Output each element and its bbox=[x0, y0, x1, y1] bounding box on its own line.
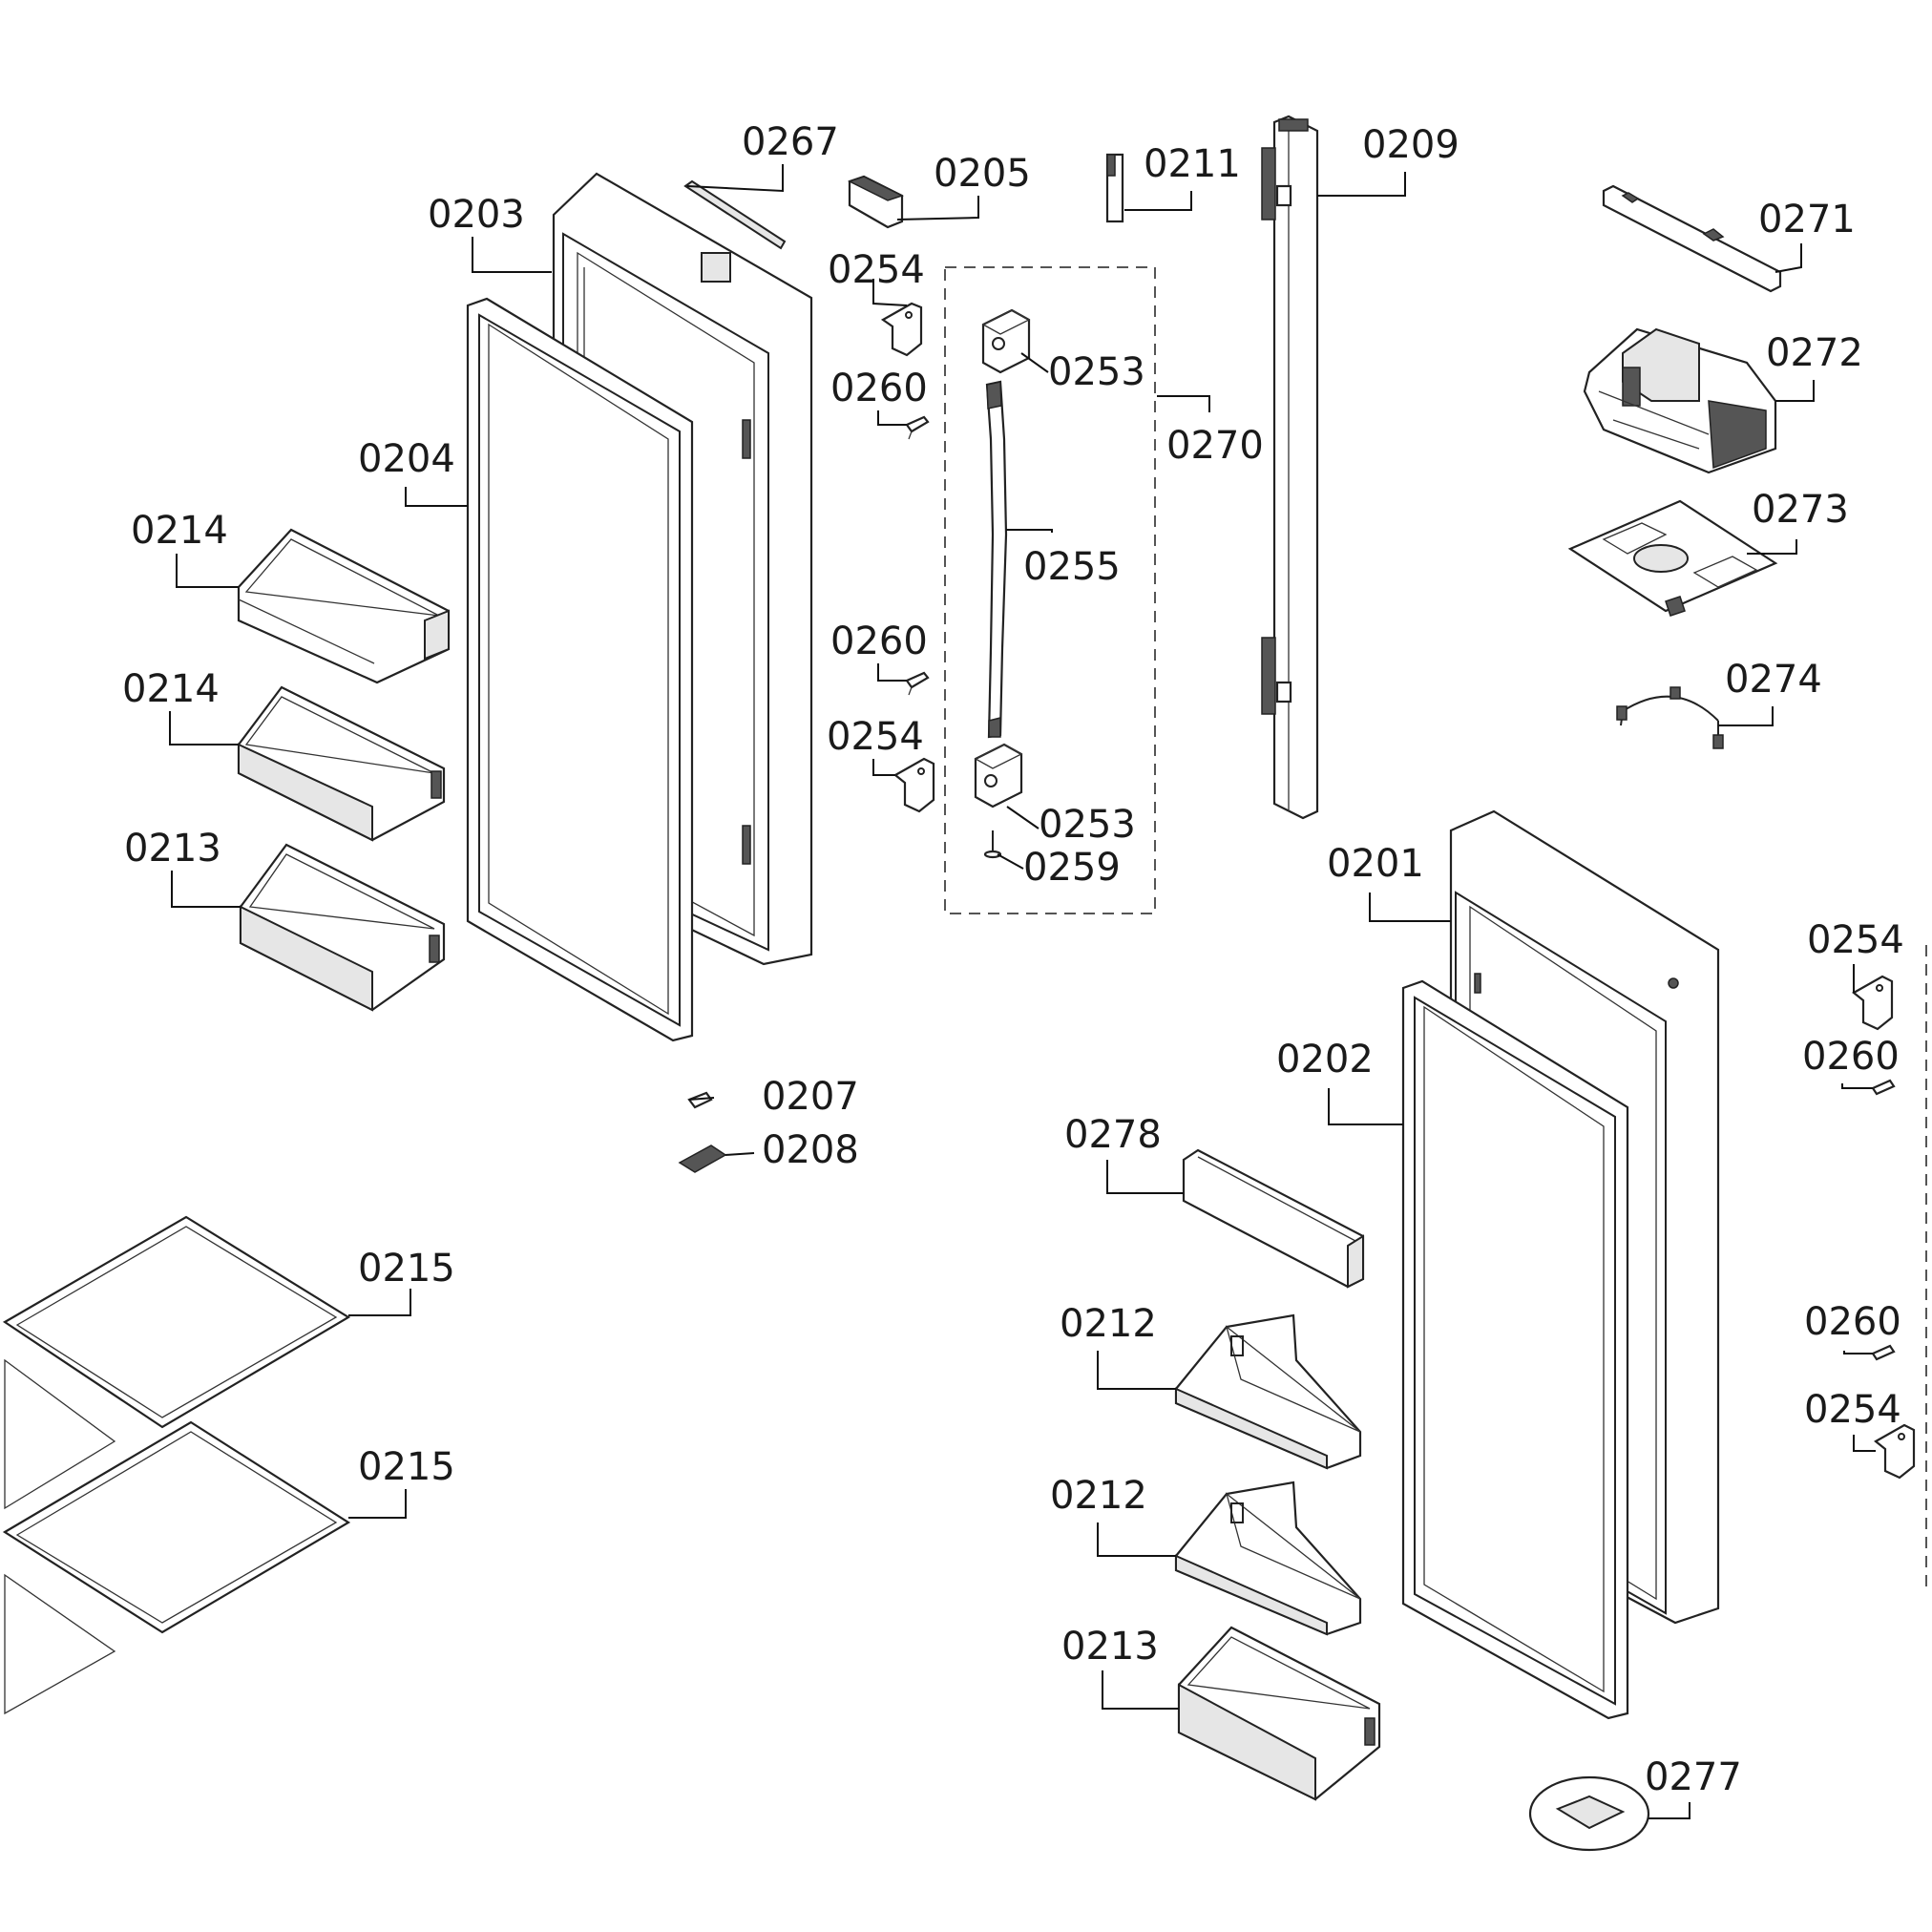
control-panel-0271 bbox=[1602, 184, 1782, 293]
label-0214-mid: 0214 bbox=[122, 667, 220, 711]
label-0260-right-top: 0260 bbox=[1802, 1035, 1900, 1079]
label-0214-top: 0214 bbox=[131, 509, 228, 553]
door-shelf-0212a bbox=[1174, 1313, 1362, 1470]
hinge-0207 bbox=[687, 1091, 713, 1109]
label-0213-right: 0213 bbox=[1061, 1625, 1159, 1669]
label-0215-top: 0215 bbox=[358, 1247, 455, 1291]
strip-0267 bbox=[683, 179, 787, 250]
left-gasket-0204 bbox=[466, 297, 694, 1042]
door-shelf-0214a bbox=[237, 528, 451, 684]
dispenser-unit-0272 bbox=[1583, 327, 1777, 474]
pin-0260c bbox=[1871, 1079, 1896, 1096]
label-0215-bottom: 0215 bbox=[358, 1445, 455, 1489]
label-0278: 0278 bbox=[1064, 1113, 1162, 1157]
label-0205: 0205 bbox=[934, 152, 1031, 196]
handle-cap-0253a bbox=[981, 308, 1031, 374]
door-shelf-0278 bbox=[1182, 1148, 1365, 1289]
label-0255: 0255 bbox=[1023, 545, 1121, 589]
glass-shelf-0215b-back bbox=[4, 1573, 116, 1715]
part-labels: 0267 0205 0211 0209 0271 0203 0254 0253 … bbox=[122, 120, 1904, 1799]
cover-ring-0277 bbox=[1528, 1775, 1650, 1852]
clip-0205 bbox=[848, 175, 904, 229]
label-0267: 0267 bbox=[742, 120, 839, 164]
door-shelf-0214b bbox=[237, 685, 446, 842]
pin-0260a bbox=[905, 415, 930, 440]
label-0211: 0211 bbox=[1144, 142, 1241, 186]
label-0203: 0203 bbox=[428, 193, 525, 237]
label-0274: 0274 bbox=[1725, 658, 1822, 702]
hinge-bracket-0254b bbox=[893, 757, 935, 813]
label-0202: 0202 bbox=[1276, 1038, 1374, 1082]
label-0271: 0271 bbox=[1758, 198, 1856, 242]
handle-kit-box-0270 bbox=[944, 266, 1156, 914]
label-0253-bottom: 0253 bbox=[1039, 803, 1136, 847]
ring-clip-0274 bbox=[1616, 686, 1724, 749]
glass-shelf-0215a-back bbox=[4, 1358, 116, 1510]
label-0277: 0277 bbox=[1645, 1755, 1742, 1799]
hinge-plate-0208 bbox=[678, 1144, 727, 1173]
label-0204: 0204 bbox=[358, 437, 455, 481]
label-0254-right-bottom: 0254 bbox=[1804, 1388, 1901, 1432]
pin-0260d bbox=[1871, 1344, 1896, 1361]
handle-cap-0253b bbox=[974, 743, 1023, 808]
label-0254-top: 0254 bbox=[828, 248, 925, 292]
door-bin-0213a bbox=[239, 843, 446, 1012]
label-0260-top: 0260 bbox=[830, 367, 928, 410]
bracket-0211 bbox=[1105, 153, 1124, 223]
label-0260-right-bottom: 0260 bbox=[1804, 1300, 1901, 1344]
glass-shelf-0215b bbox=[2, 1420, 351, 1634]
label-0270: 0270 bbox=[1166, 424, 1264, 468]
label-0207: 0207 bbox=[762, 1075, 859, 1119]
label-0273: 0273 bbox=[1752, 488, 1849, 532]
label-0259: 0259 bbox=[1023, 846, 1121, 890]
label-0212-top: 0212 bbox=[1060, 1302, 1157, 1346]
right-gasket-0202 bbox=[1401, 979, 1629, 1720]
label-0254-right-top: 0254 bbox=[1807, 918, 1904, 962]
label-0212-bottom: 0212 bbox=[1050, 1474, 1147, 1518]
handle-0255 bbox=[985, 380, 1008, 739]
screw-0259 bbox=[983, 830, 1002, 859]
vertical-profile-0209 bbox=[1261, 115, 1319, 820]
label-0254-mid: 0254 bbox=[827, 715, 924, 759]
door-shelf-0212b bbox=[1174, 1480, 1362, 1636]
label-0253-top: 0253 bbox=[1048, 350, 1145, 394]
label-0272: 0272 bbox=[1766, 331, 1863, 375]
label-0213-left: 0213 bbox=[124, 827, 221, 871]
dispenser-tray-0273 bbox=[1567, 499, 1778, 617]
hinge-bracket-0254a bbox=[880, 302, 923, 357]
label-0208: 0208 bbox=[762, 1128, 859, 1172]
label-0201: 0201 bbox=[1327, 842, 1424, 886]
hinge-bracket-0254c bbox=[1852, 975, 1894, 1031]
door-bin-0213b bbox=[1177, 1626, 1381, 1801]
pin-0260b bbox=[905, 671, 930, 696]
leader-lines bbox=[169, 164, 1876, 1819]
hinge-bracket-0254d bbox=[1874, 1423, 1916, 1480]
label-0209: 0209 bbox=[1362, 123, 1460, 167]
glass-shelf-0215a bbox=[2, 1215, 351, 1429]
label-0260-mid: 0260 bbox=[830, 620, 928, 663]
